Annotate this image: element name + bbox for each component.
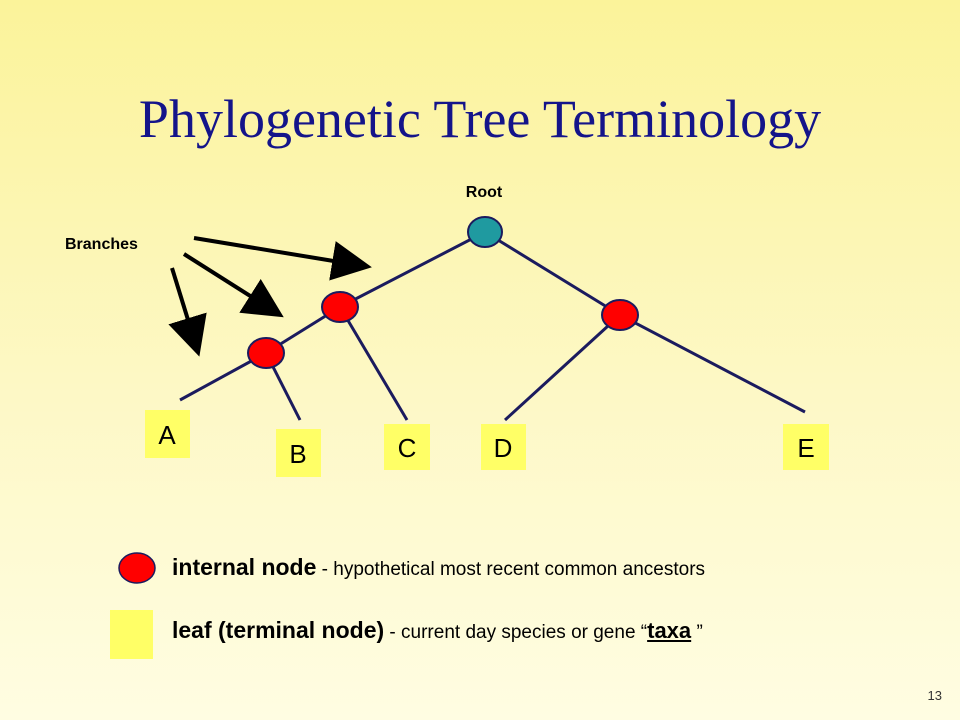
leaf-b: B: [276, 429, 321, 477]
legend-leaf-icon: [110, 610, 153, 659]
legend-internal-node: internal node - hypothetical most recent…: [172, 554, 705, 581]
leaf-e-box: [783, 424, 829, 470]
leaf-e: E: [783, 424, 829, 470]
leaf-a-label: A: [158, 420, 176, 450]
leaf-c-label: C: [398, 433, 417, 463]
leaf-c: C: [384, 424, 430, 470]
internal-node-2: [247, 337, 285, 369]
leaf-d-box: [481, 424, 526, 470]
leaf-b-box: [276, 429, 321, 477]
legend-taxa: taxa: [647, 618, 692, 643]
branch-arrow-middle: [182, 252, 284, 318]
edge-n3-e: [619, 313, 806, 414]
edge-root-left: [339, 230, 486, 309]
page-number: 13: [927, 688, 942, 703]
edge-root-right: [484, 230, 621, 317]
legend-leaf-desc: - current day species or gene “: [384, 622, 648, 643]
branch-arrows: [168, 236, 372, 357]
legend-internal-desc: - hypothetical most recent common ancest…: [316, 559, 706, 580]
root-label: Root: [466, 184, 503, 201]
leaf-d: D: [481, 424, 526, 470]
legend-internal-term: internal node: [172, 554, 317, 580]
leaf-a: A: [145, 410, 190, 458]
leaf-e-label: E: [797, 433, 814, 463]
slide-title: Phylogenetic Tree Terminology: [138, 89, 822, 149]
legend-leaf-term: leaf (terminal node): [172, 617, 385, 643]
leaf-a-box: [145, 410, 190, 458]
legend-leaf-close-quote: ”: [691, 622, 703, 643]
branch-arrow-top: [193, 236, 372, 281]
legend-internal-node-icon: [118, 552, 156, 584]
branches-label: Branches: [65, 236, 138, 253]
internal-node-1: [321, 291, 359, 323]
tree-edges: [179, 230, 806, 422]
legend-leaf: leaf (terminal node) - current day speci…: [172, 617, 703, 644]
leaf-b-label: B: [289, 439, 306, 469]
branch-arrow-bottom: [168, 267, 207, 357]
internal-node-3: [601, 299, 639, 331]
edge-n1-c: [338, 306, 409, 421]
leaf-c-box: [384, 424, 430, 470]
leaf-d-label: D: [494, 433, 513, 463]
root-node: [467, 216, 503, 248]
edge-n3-d: [503, 313, 622, 422]
